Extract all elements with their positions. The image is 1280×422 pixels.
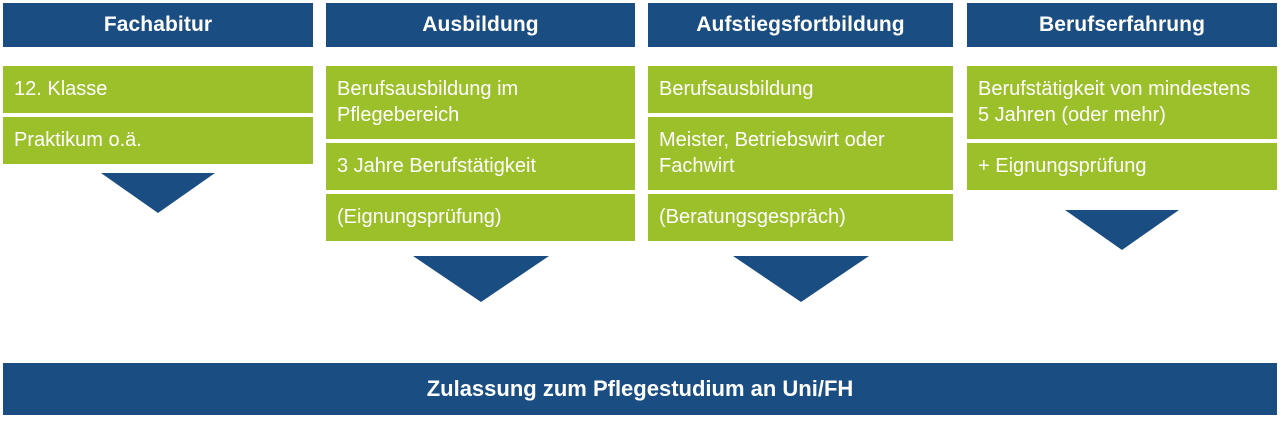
column-header-aufstiegsfortbildung: Aufstiegsfortbildung <box>648 3 953 47</box>
result-bar: Zulassung zum Pflegestudium an Uni/FH <box>3 363 1277 415</box>
down-arrow-icon <box>101 173 215 213</box>
column-items-fachabitur: 12. Klasse Praktikum o.ä. <box>3 66 313 164</box>
item-box: Berufstätigkeit von mindestens 5 Jahren … <box>967 66 1277 139</box>
item-box: (Eignungsprüfung) <box>326 194 635 241</box>
arrow-row <box>967 210 1277 270</box>
pathway-columns: Fachabitur 12. Klasse Praktikum o.ä. Aus… <box>0 0 1280 302</box>
column-header-fachabitur: Fachabitur <box>3 3 313 47</box>
column-items-berufserfahrung: Berufstätigkeit von mindestens 5 Jahren … <box>967 66 1277 190</box>
column-items-ausbildung: Berufsausbildung im Pflegebereich 3 Jahr… <box>326 66 635 241</box>
item-box: Berufsausbildung <box>648 66 953 113</box>
item-box: (Beratungsgespräch) <box>648 194 953 241</box>
arrow-row <box>648 256 953 316</box>
item-box: 3 Jahre Berufstätigkeit <box>326 143 635 190</box>
item-box: Meister, Betriebswirt oder Fachwirt <box>648 117 953 190</box>
item-box: 12. Klasse <box>3 66 313 113</box>
item-box: + Eignungsprüfung <box>967 143 1277 190</box>
down-arrow-icon <box>1065 210 1179 250</box>
pathway-column-aufstiegsfortbildung: Aufstiegsfortbildung Berufsausbildung Me… <box>640 0 958 316</box>
column-items-aufstiegsfortbildung: Berufsausbildung Meister, Betriebswirt o… <box>648 66 953 241</box>
item-box: Berufsausbildung im Pflegebereich <box>326 66 635 139</box>
pathway-column-berufserfahrung: Berufserfahrung Berufstätigkeit von mind… <box>958 0 1280 270</box>
arrow-row <box>3 173 313 233</box>
column-header-berufserfahrung: Berufserfahrung <box>967 3 1277 47</box>
pathway-column-fachabitur: Fachabitur 12. Klasse Praktikum o.ä. <box>0 0 318 233</box>
column-header-ausbildung: Ausbildung <box>326 3 635 47</box>
down-arrow-icon <box>732 256 869 302</box>
pathway-column-ausbildung: Ausbildung Berufsausbildung im Pflegeber… <box>318 0 640 316</box>
arrow-row <box>326 256 635 316</box>
item-box: Praktikum o.ä. <box>3 117 313 164</box>
down-arrow-icon <box>412 256 549 302</box>
